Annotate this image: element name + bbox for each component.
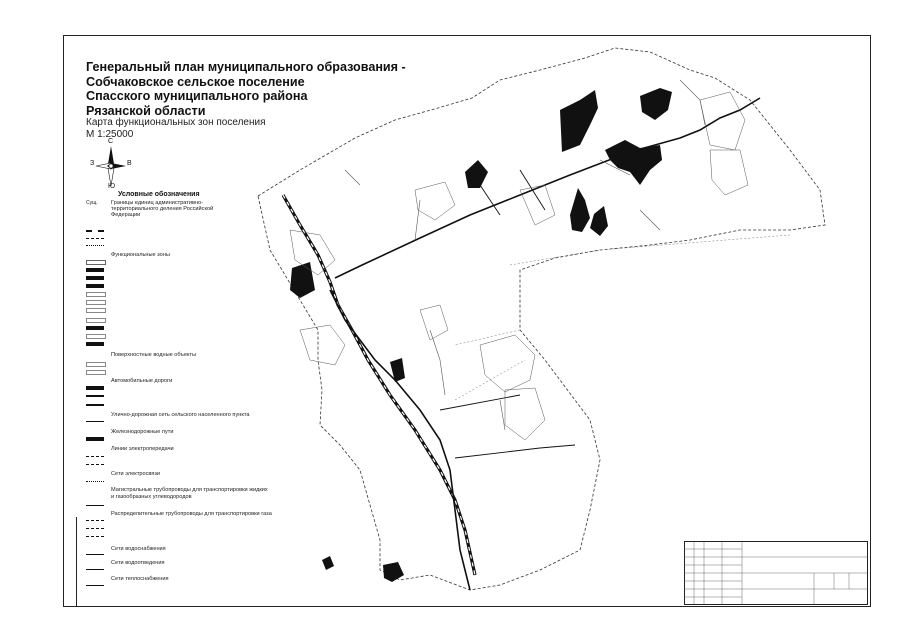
legend-head-water-supply: Сети водоснабжения	[111, 546, 166, 552]
legend-sym-water-1	[86, 362, 106, 367]
legend-left-mark: Сущ.	[86, 200, 98, 206]
legend-sym-street	[86, 421, 104, 422]
legend-sym-zone-9	[86, 326, 104, 330]
legend-head-pipelines: Магистральные трубопроводы для транспорт…	[111, 487, 268, 500]
legend-sym-zone-4	[86, 284, 104, 288]
legend-sym-power-2	[86, 464, 104, 465]
legend-head-water: Поверхностные водные объекты	[111, 352, 197, 358]
railway	[281, 194, 477, 576]
legend-sym-zone-3	[86, 276, 104, 280]
legend-sym-zone-1	[86, 260, 106, 265]
legend-head-roads: Автомобильные дороги	[111, 378, 173, 384]
legend-sym-pipeline	[86, 505, 104, 506]
legend-sym-road-1	[86, 386, 104, 390]
zone-industrial-3	[570, 188, 590, 232]
railway-inner	[282, 194, 476, 576]
legend-head-streets: Улично-дорожная сеть сельского населенно…	[111, 412, 250, 418]
inner-boundary	[454, 234, 791, 401]
legend-sym-road-2	[86, 395, 104, 397]
compass-north: С	[108, 138, 114, 145]
legend-sym-boundary-3	[86, 245, 104, 246]
zone-industrial-4	[590, 206, 608, 236]
legend-sym-water-supply	[86, 554, 104, 555]
road-branch	[439, 169, 576, 459]
legend-sym-zone-2	[86, 268, 104, 272]
title-line-4: Рязанской области	[86, 103, 206, 118]
zone-industrial-1	[560, 90, 598, 152]
compass-icon	[95, 146, 126, 187]
compass-south: Ю	[108, 183, 116, 190]
zone-industrial-5	[465, 160, 488, 188]
zone-industrial-8	[383, 562, 404, 582]
legend-head-sewer: Сети водоотведения	[111, 560, 165, 566]
legend-head-zones: Функциональные зоны	[111, 252, 170, 258]
legend-sym-boundary-2	[86, 238, 104, 239]
legend-sym-power-1	[86, 456, 104, 457]
legend-sym-zone-8	[86, 318, 106, 323]
settlement-boundary	[257, 47, 826, 591]
legend-sym-boundary-1	[86, 230, 104, 232]
binding-strip	[63, 517, 77, 607]
map-title: Генеральный план муниципального образова…	[86, 60, 406, 118]
zone-industrial-7	[390, 358, 405, 382]
legend-title: Условные обозначения	[118, 191, 200, 198]
legend-head-gas: Распределительные трубопроводы для транс…	[111, 511, 272, 517]
compass-rose: С Ю З В	[90, 138, 132, 192]
legend-head-rail: Железнодорожные пути	[111, 429, 174, 435]
legend-head-comm: Сети электросвязи	[111, 471, 161, 477]
road-diagonal	[329, 289, 471, 591]
legend-sym-water-2	[86, 370, 106, 375]
legend-sym-gas-2	[86, 528, 104, 529]
legend-head-power: Линии электропередачи	[111, 446, 174, 452]
zone-industrial-10	[640, 88, 672, 120]
zone-industrial-9	[322, 556, 334, 570]
legend-sym-zone-10	[86, 334, 106, 339]
legend-sym-heat	[86, 585, 104, 586]
legend-sym-zone-6	[86, 300, 106, 305]
zone-industrial-6	[290, 262, 315, 298]
title-line-3: Спасского муниципального района	[86, 89, 308, 103]
title-line-2: Собчаковское сельское поселение	[86, 74, 305, 89]
legend-sym-gas-3	[86, 536, 104, 537]
map-subtitle: Карта функциональных зон поселения	[86, 117, 266, 128]
compass-west: З	[90, 160, 95, 167]
title-line-1: Генеральный план муниципального образова…	[86, 60, 406, 74]
legend-head-boundaries: Границы единиц административно-территори…	[111, 200, 214, 218]
main-road	[334, 97, 761, 279]
sheet-frame	[63, 35, 871, 607]
legend-sym-gas-1	[86, 520, 104, 521]
zone-industrial-2	[605, 140, 662, 185]
legend-sym-zone-7	[86, 308, 106, 313]
legend-head-heat: Сети теплоснабжения	[111, 576, 169, 582]
legend-sym-sewer	[86, 569, 104, 570]
title-stamp	[684, 541, 868, 605]
legend-sym-comm	[86, 481, 104, 482]
legend-sym-zone-11	[86, 342, 104, 346]
legend-sym-zone-5	[86, 292, 106, 297]
map-scale: М 1:25000	[86, 129, 134, 140]
settlement-clusters	[289, 91, 749, 441]
legend-sym-road-3	[86, 404, 104, 406]
compass-east: В	[127, 160, 132, 167]
streams	[344, 79, 706, 431]
legend-sym-rail	[86, 437, 104, 441]
